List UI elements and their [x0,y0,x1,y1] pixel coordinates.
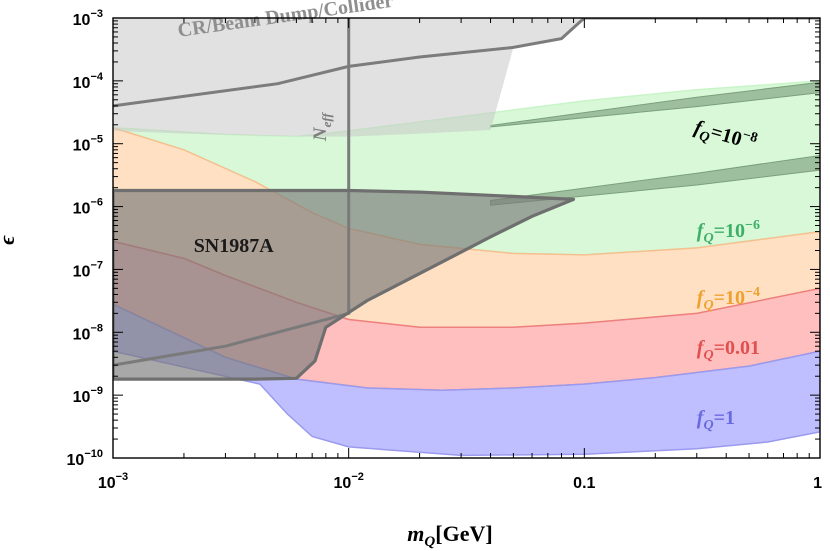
annotation-1-symbol: N [310,126,331,142]
x-tick-label: 10−3 [98,471,128,492]
y-tick-label: 10−6 [73,197,103,218]
annotation-4: fQ=10−6 [697,218,760,246]
y-tick-label: 10−9 [73,385,103,406]
axis-ticks: 10−3 10−2 0.1 1 10−10 10−9 10−8 10−7 10−6 10−5 10−… [67,8,823,492]
annotation-1-sub: eff [319,112,334,128]
annotation-4-value: =10 [714,220,745,242]
annotation-5-sub: Q [703,298,713,313]
plot-frame [112,17,821,459]
x-axis-unit: [GeV] [435,521,492,546]
annotation-7-sub: Q [703,418,713,433]
band-f-q-1 [113,303,820,457]
annotation-7-symbol: f [697,407,706,429]
annotation-6-symbol: f [697,337,706,359]
annotation-3-exp: −8 [741,128,760,147]
plot-regions [113,18,820,457]
annotation-6-value: =0.01 [714,337,760,359]
annotation-5-symbol: f [697,287,706,309]
annotation-5: fQ=10−4 [697,285,760,313]
x-tick-label: 1 [813,475,822,492]
annotation-6: fQ=0.01 [697,337,760,363]
annotation-5-exp: −4 [745,285,760,300]
y-tick-label: 10−8 [73,322,103,343]
region-sn1987a [113,188,576,381]
annotation-4-sub: Q [703,231,713,246]
annotation-6-sub: Q [703,348,713,363]
boundary-cr-beam-dump-collider [113,18,820,108]
x-tick-label: 0.1 [573,475,595,492]
y-tick-label: 10−3 [73,8,103,29]
annotation-1: Neff [310,112,334,143]
annotation-3-sub: Q [697,129,711,146]
annotation-3: fQ=10−8 [691,114,759,158]
annotation-5-value: =10 [714,287,745,309]
x-tick-label: 10−2 [334,471,364,492]
y-tick-label: 10−5 [73,134,103,155]
y-tick-label: 10−4 [73,71,104,92]
annotation-4-symbol: f [697,220,706,242]
y-tick-label: 10−7 [73,259,103,280]
x-axis-sub: Q [424,534,435,550]
x-axis-var: m [407,521,424,546]
y-tick-label: 10−10 [67,448,103,469]
x-axis-label: mQ[GeV] [407,521,492,550]
y-axis-label: ϵ [0,235,19,245]
annotation-7: fQ=1 [697,407,735,433]
annotation-4-exp: −6 [745,218,760,233]
annotation-7-value: =1 [714,407,735,429]
annotation-2: SN1987A [194,235,275,257]
